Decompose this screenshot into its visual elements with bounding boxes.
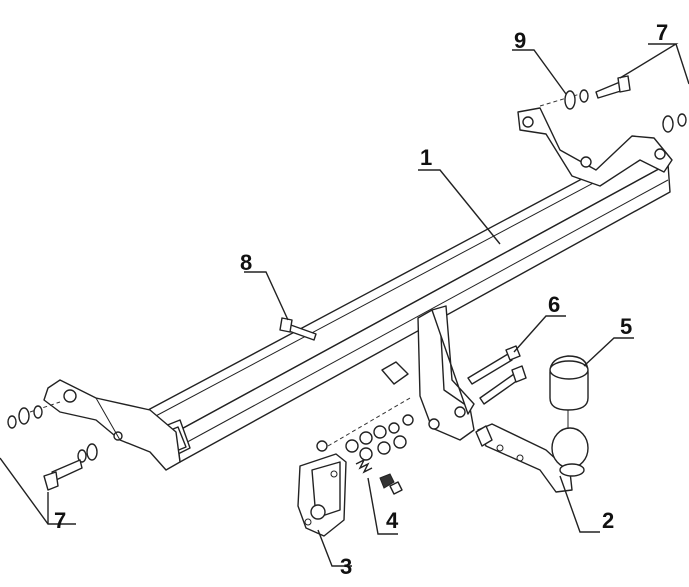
socket-bracket [297,453,347,537]
callout-4: 4 [386,508,399,533]
leader-lines [0,43,689,567]
bolts-6 [467,345,527,405]
washers-and-bolt-left [7,405,98,491]
callout-5: 5 [620,314,632,339]
callout-9: 9 [514,28,526,53]
washers-and-bolt-top-right [564,75,687,133]
assembly-line [327,397,411,447]
callout-6: 6 [548,292,560,317]
ball-cover-cap [549,355,589,411]
bolt-8 [279,317,317,341]
ball-arm [475,406,589,493]
callout-2: 2 [602,508,614,533]
left-mounting-bracket [43,379,181,471]
assembly-line [29,401,61,413]
callout-7-left: 7 [54,508,66,533]
callout-1: 1 [420,145,432,170]
callout-7-right: 7 [656,20,668,45]
central-bracket [417,305,475,441]
callout-8: 8 [240,250,252,275]
callout-3: 3 [340,554,352,579]
spring-washers-nuts [316,414,414,495]
right-mounting-bracket [517,107,673,187]
spacer-plate [381,361,409,385]
